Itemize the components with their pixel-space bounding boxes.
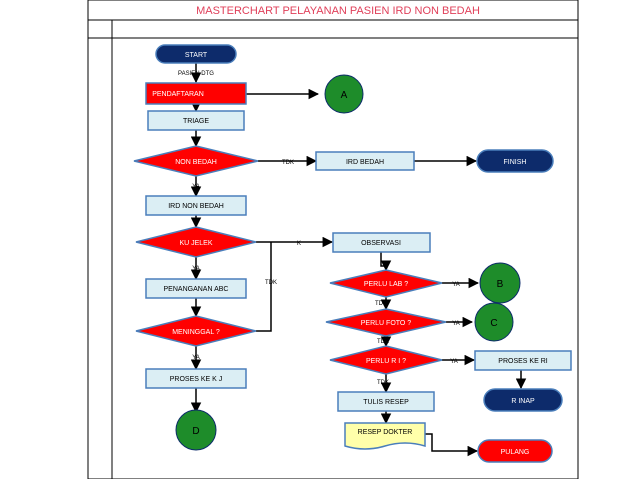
node-proses-ke-kj: PROSES KE K J — [145, 368, 247, 389]
node-resep-dokter-label: RESEP DOKTER — [358, 429, 413, 436]
node-perlu-foto-label: PERLU FOTO ? — [361, 320, 412, 327]
connectors — [190, 63, 527, 457]
connector-a-label: A — [341, 90, 348, 101]
node-perlu-ri-label: PERLU R I ? — [366, 358, 406, 365]
label-tdk-lab: TDK — [375, 301, 387, 307]
node-pulang-label: PULANG — [501, 449, 530, 456]
node-observasi-label: OBSERVASI — [361, 240, 401, 247]
node-triage-label: TRIAGE — [183, 118, 209, 125]
label-ya-meninggal: YA — [192, 355, 200, 361]
label-ya-ri: YA — [450, 359, 458, 365]
connector-d: D — [175, 409, 217, 451]
connector-a: A — [324, 74, 364, 114]
node-pendaftaran: PENDAFTARAN — [145, 82, 247, 105]
connector-c-label: C — [490, 318, 497, 329]
node-penanganan-abc-label: PENANGANAN ABC — [164, 286, 229, 293]
node-triage: TRIAGE — [147, 110, 245, 131]
node-finish-label: FINISH — [504, 159, 527, 166]
label-tdk-ri: TDK — [377, 380, 389, 386]
node-r-inap: R INAP — [483, 388, 563, 412]
line-meninggal-back — [256, 242, 272, 332]
node-start-label: START — [185, 52, 208, 59]
node-r-inap-label: R INAP — [511, 398, 535, 405]
edge-labels: PASIEN DTG TDK YA K YA TDK YA YA TDK YA … — [178, 71, 460, 386]
node-ird-non-bedah: IRD NON BEDAH — [145, 195, 247, 216]
connector-d-label: D — [192, 426, 199, 437]
label-ya-lab: YA — [452, 282, 460, 288]
page-title: MASTERCHART PELAYANAN PASIEN IRD NON BED… — [196, 5, 480, 17]
node-resep-dokter: RESEP DOKTER — [344, 422, 426, 450]
node-start: START — [155, 44, 237, 64]
node-ird-bedah: IRD BEDAH — [315, 151, 415, 171]
node-non-bedah: NON BEDAH — [133, 145, 259, 177]
node-meninggal-label: MENINGGAL ? — [172, 329, 220, 336]
node-ird-bedah-label: IRD BEDAH — [346, 159, 384, 166]
node-finish: FINISH — [476, 149, 554, 173]
label-tdk-ku-jelek: K — [297, 241, 301, 247]
node-observasi: OBSERVASI — [332, 232, 431, 253]
node-ku-jelek: KU JELEK — [135, 226, 257, 258]
node-ku-jelek-label: KU JELEK — [179, 240, 212, 247]
node-meninggal: MENINGGAL ? — [135, 315, 257, 347]
label-ya-ku-jelek: YA — [192, 266, 200, 272]
node-proses-ke-ri-label: PROSES KE RI — [498, 358, 547, 365]
node-non-bedah-label: NON BEDAH — [175, 159, 217, 166]
node-proses-ke-kj-label: PROSES KE K J — [170, 376, 223, 383]
node-pendaftaran-label: PENDAFTARAN — [152, 91, 204, 98]
node-perlu-ri: PERLU R I ? — [329, 345, 443, 375]
line-resepdokter-pulang — [425, 433, 479, 457]
label-tdk-non-bedah: TDK — [282, 160, 294, 166]
label-tdk-foto: TDK — [377, 339, 389, 345]
node-ird-non-bedah-label: IRD NON BEDAH — [168, 203, 224, 210]
label-tdk-meninggal: TDK — [265, 280, 277, 286]
label-ya-non-bedah: YA — [192, 184, 200, 190]
node-tulis-resep: TULIS RESEP — [337, 391, 435, 412]
node-perlu-lab: PERLU LAB ? — [329, 269, 443, 298]
node-penanganan-abc: PENANGANAN ABC — [145, 278, 247, 299]
node-proses-ke-ri: PROSES KE RI — [474, 350, 572, 371]
label-pasien-dtg: PASIEN DTG — [178, 71, 214, 77]
node-perlu-lab-label: PERLU LAB ? — [364, 281, 408, 288]
label-ya-foto: YA — [452, 321, 460, 327]
connector-b-label: B — [497, 279, 504, 290]
connector-c: C — [474, 302, 514, 342]
line-observasi-perlulab — [380, 252, 392, 272]
node-perlu-foto: PERLU FOTO ? — [325, 308, 447, 337]
node-pulang: PULANG — [477, 439, 553, 463]
node-tulis-resep-label: TULIS RESEP — [363, 399, 409, 406]
connector-b: B — [479, 262, 521, 304]
